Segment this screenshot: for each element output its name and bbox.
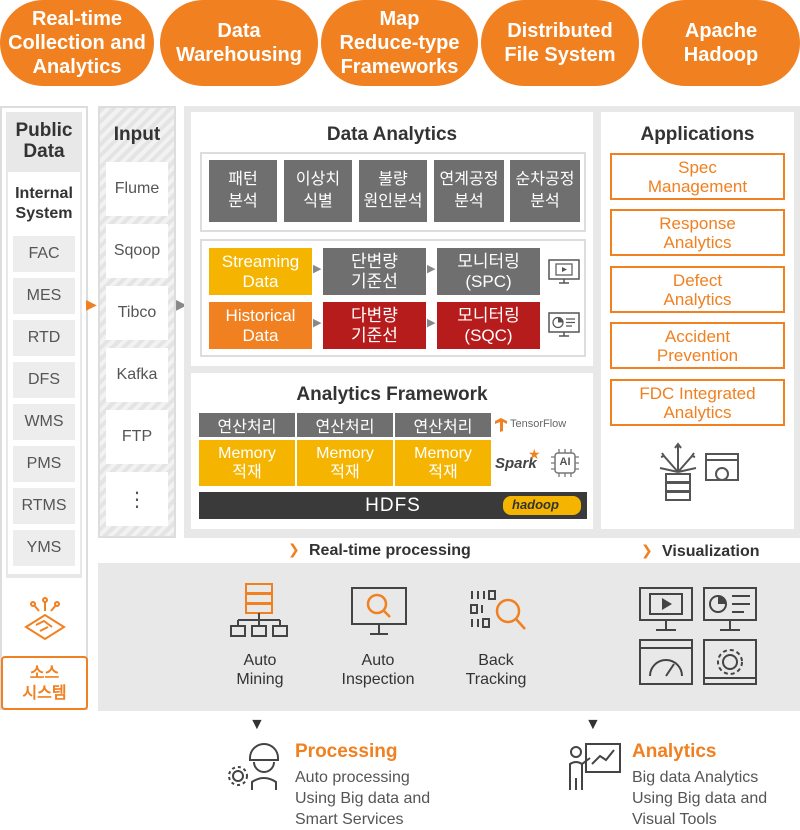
public-data-title: Public Data bbox=[15, 120, 73, 162]
app-response-analytics: Response Analytics bbox=[610, 209, 785, 256]
analytics-desc: Big data Analytics Using Big data and Vi… bbox=[632, 769, 768, 828]
pill-dfs: Distributed File System bbox=[481, 0, 639, 86]
video-screen-icon bbox=[639, 587, 693, 631]
framework-title: Analytics Framework bbox=[296, 384, 488, 405]
arrow-streaming: ▶ bbox=[313, 263, 322, 275]
input-title: Input bbox=[113, 124, 161, 145]
video-monitor-icon bbox=[548, 259, 580, 284]
spc-monitoring-box: 모니터링 (SPC) bbox=[437, 248, 540, 295]
system-item-rtms: RTMS bbox=[13, 488, 75, 524]
processing-desc: Auto processing Using Big data and Smart… bbox=[295, 769, 431, 828]
settings-screen-icon bbox=[703, 639, 757, 685]
visualization-arrow-icon: ❯ bbox=[641, 542, 653, 558]
source-system-icon bbox=[24, 597, 66, 641]
realtime-arrow-icon: ❯ bbox=[288, 541, 300, 557]
univariate-baseline-box: 단변량 기준선 bbox=[323, 248, 426, 295]
analytics-steps-box bbox=[200, 152, 586, 232]
data-analytics-title: Data Analytics bbox=[326, 124, 458, 145]
realtime-processing-label: Real-time processing bbox=[309, 542, 471, 559]
source-system-label: 소스 시스템 bbox=[1, 656, 88, 710]
binary-search-icon bbox=[470, 590, 526, 630]
process-cell-3: 연산처리 bbox=[395, 413, 491, 437]
chart-monitor-icon bbox=[548, 312, 580, 337]
pill-realtime: Real-time Collection and Analytics bbox=[0, 0, 154, 86]
step-sequential-process: 순차공정 분석 bbox=[510, 160, 580, 222]
arrow-to-analytics: ▶ bbox=[176, 296, 187, 312]
input-item-sqoop: Sqoop bbox=[106, 224, 168, 278]
system-item-mes: MES bbox=[13, 278, 75, 314]
worker-gear-icon bbox=[228, 743, 279, 790]
input-item-more: ⋮ bbox=[106, 472, 168, 526]
tool-auto-inspection-label: Auto Inspection bbox=[341, 652, 415, 688]
input-item-kafka: Kafka bbox=[106, 348, 168, 402]
input-item-flume: Flume bbox=[106, 162, 168, 216]
input-item-ftp: FTP bbox=[106, 410, 168, 464]
hadoop-label: hadoop bbox=[512, 497, 559, 512]
visualization-label: Visualization bbox=[662, 543, 760, 560]
tensorflow-label: TensorFlow bbox=[510, 418, 567, 430]
step-defect-cause: 불량 원인분석 bbox=[359, 160, 427, 222]
arrow-historical: ▶ bbox=[313, 317, 322, 329]
system-item-pms: PMS bbox=[13, 446, 75, 482]
multivariate-baseline-box: 다변량 기준선 bbox=[323, 302, 426, 349]
down-arrow-analytics: ▼ bbox=[585, 716, 601, 733]
processing-title: Processing bbox=[295, 741, 398, 762]
system-item-rtd: RTD bbox=[13, 320, 75, 356]
spark-label: Spark bbox=[495, 455, 537, 472]
server-network-icon bbox=[230, 583, 288, 637]
system-item-yms: YMS bbox=[13, 530, 75, 566]
monitoring-box bbox=[200, 239, 586, 357]
app-accident-prevention: Accident Prevention bbox=[610, 322, 785, 369]
step-pattern: 패턴 분석 bbox=[209, 160, 277, 222]
monitor-search-icon bbox=[351, 587, 407, 635]
arrow-multivariate: ▶ bbox=[427, 317, 436, 329]
memory-cell-2: Memory 적재 bbox=[297, 440, 393, 486]
arrow-to-input: ▶ bbox=[86, 296, 97, 312]
ai-chip-icon bbox=[551, 449, 579, 477]
hadoop-badge bbox=[503, 496, 581, 515]
step-linked-process: 연계공정 분석 bbox=[434, 160, 504, 222]
down-arrow-processing: ▼ bbox=[249, 716, 265, 733]
ai-label: AI bbox=[559, 456, 571, 468]
pill-warehousing: Data Warehousing bbox=[160, 0, 318, 86]
pill-hadoop: Apache Hadoop bbox=[642, 0, 800, 86]
analytics-title: Analytics bbox=[632, 741, 717, 762]
app-fdc-integrated: FDC Integrated Analytics bbox=[610, 379, 785, 426]
memory-cell-1: Memory 적재 bbox=[199, 440, 295, 486]
step-outlier: 이상치 식별 bbox=[284, 160, 352, 222]
process-cell-1: 연산처리 bbox=[199, 413, 295, 437]
app-defect-analytics: Defect Analytics bbox=[610, 266, 785, 313]
app-spec-management: Spec Management bbox=[610, 153, 785, 200]
tool-back-tracking-label: Back Tracking bbox=[465, 652, 527, 688]
gauge-screen-icon bbox=[639, 639, 693, 685]
system-item-dfs: DFS bbox=[13, 362, 75, 398]
spark-star-icon: ★ bbox=[528, 446, 541, 462]
process-cell-2: 연산처리 bbox=[297, 413, 393, 437]
streaming-data-box: Streaming Data bbox=[209, 248, 312, 295]
pie-chart-screen-icon bbox=[703, 587, 757, 631]
memory-cell-3: Memory 적재 bbox=[395, 440, 491, 486]
internal-system-title: Internal System bbox=[15, 185, 73, 222]
sqc-monitoring-box: 모니터링 (SQC) bbox=[437, 302, 540, 349]
data-distribution-icon bbox=[659, 442, 739, 501]
historical-data-box: Historical Data bbox=[209, 302, 312, 349]
arrow-univariate: ▶ bbox=[427, 263, 436, 275]
applications-title: Applications bbox=[640, 124, 755, 145]
tensorflow-logo-icon bbox=[495, 418, 507, 432]
presenter-chart-icon bbox=[569, 743, 621, 790]
system-item-wms: WMS bbox=[13, 404, 75, 440]
system-item-fac: FAC bbox=[13, 236, 75, 272]
tool-auto-mining-label: Auto Mining bbox=[236, 652, 284, 688]
input-item-tibco: Tibco bbox=[106, 286, 168, 340]
pill-mapreduce: Map Reduce-type Frameworks bbox=[321, 0, 478, 86]
